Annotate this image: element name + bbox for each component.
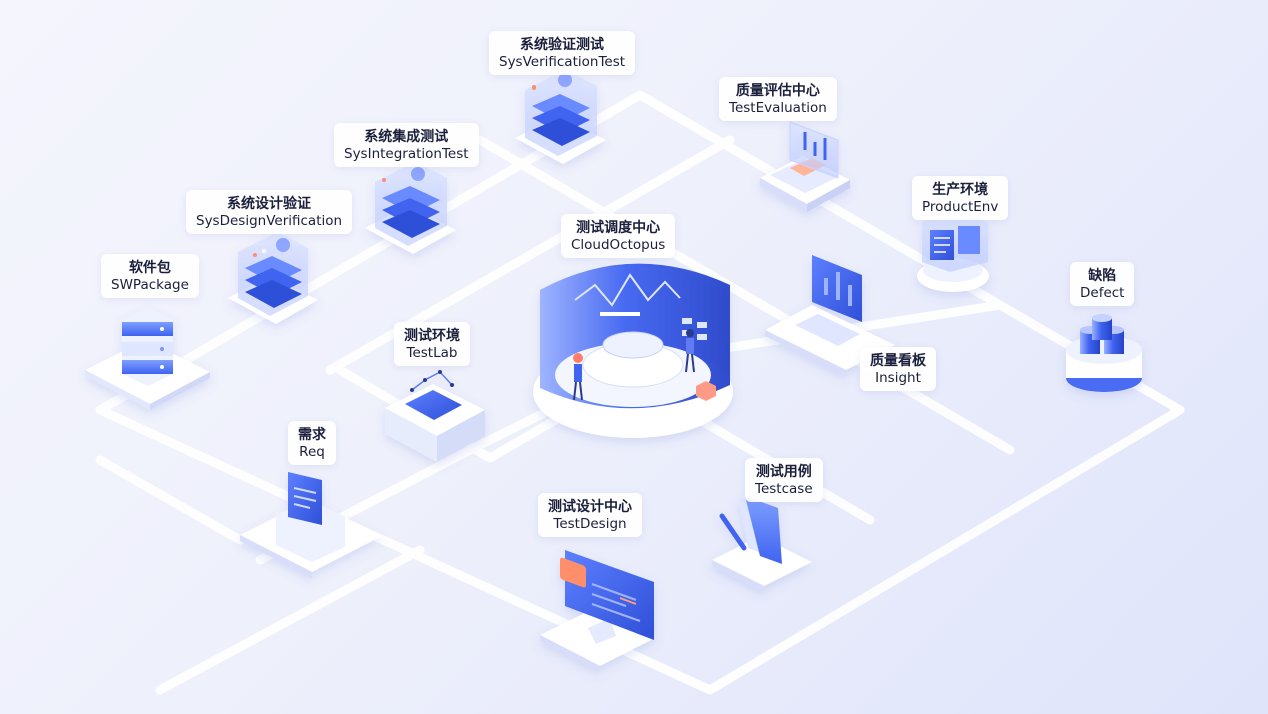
testevaluation-laptop-icon bbox=[760, 121, 850, 212]
label-zh: 质量评估中心 bbox=[735, 83, 820, 99]
testcase-book-icon bbox=[712, 496, 812, 592]
testdesign-monitor-icon bbox=[540, 550, 655, 672]
label-insight: 质量看板 Insight bbox=[860, 347, 936, 391]
label-req: 需求 Req bbox=[288, 421, 336, 465]
label-zh: 缺陷 bbox=[1088, 268, 1117, 284]
label-testevaluation: 质量评估中心 TestEvaluation bbox=[719, 77, 837, 121]
label-productenv: 生产环境 ProductEnv bbox=[912, 176, 1009, 220]
req-box-icon bbox=[240, 472, 382, 578]
testlab-box-icon bbox=[385, 370, 485, 462]
label-en: Insight bbox=[875, 370, 921, 386]
label-en: SWPackage bbox=[111, 277, 189, 293]
label-sysintegrationtest: 系统集成测试 SysIntegrationTest bbox=[334, 123, 479, 167]
label-en: Testcase bbox=[755, 481, 813, 497]
label-en: Req bbox=[299, 444, 325, 460]
label-zh: 系统设计验证 bbox=[227, 196, 312, 212]
label-zh: 质量看板 bbox=[870, 353, 926, 369]
label-zh: 系统集成测试 bbox=[364, 129, 449, 145]
sysintegration-stack-icon bbox=[365, 162, 456, 254]
cloudoctopus-hub-icon bbox=[533, 263, 733, 438]
label-zh: 生产环境 bbox=[932, 182, 989, 198]
sysdesign-stack-icon bbox=[228, 232, 318, 324]
label-en: TestDesign bbox=[553, 516, 627, 532]
label-testlab: 测试环境 TestLab bbox=[394, 322, 470, 366]
productenv-server-icon bbox=[917, 212, 989, 292]
label-swpackage: 软件包 SWPackage bbox=[101, 254, 199, 298]
label-en: Defect bbox=[1080, 285, 1125, 301]
label-en: TestEvaluation bbox=[729, 100, 827, 116]
label-zh: 需求 bbox=[298, 427, 326, 443]
label-zh: 测试调度中心 bbox=[576, 220, 661, 236]
label-en: CloudOctopus bbox=[571, 237, 666, 253]
defect-db-icon bbox=[1066, 314, 1142, 392]
label-zh: 测试环境 bbox=[404, 328, 460, 344]
label-zh: 软件包 bbox=[128, 260, 171, 276]
label-en: SysDesignVerification bbox=[196, 213, 343, 229]
swpackage-server-icon bbox=[85, 308, 210, 410]
label-zh: 系统验证测试 bbox=[520, 37, 605, 53]
label-zh: 测试设计中心 bbox=[548, 499, 632, 515]
label-sysdesignverification: 系统设计验证 SysDesignVerification bbox=[186, 190, 353, 234]
label-zh: 测试用例 bbox=[755, 464, 812, 480]
label-testdesign: 测试设计中心 TestDesign bbox=[538, 493, 642, 537]
label-cloudoctopus: 测试调度中心 CloudOctopus bbox=[561, 214, 676, 258]
accent-dot bbox=[532, 85, 536, 89]
label-en: TestLab bbox=[406, 345, 458, 361]
label-defect: 缺陷 Defect bbox=[1070, 262, 1135, 306]
label-sysverificationtest: 系统验证测试 SysVerificationTest bbox=[489, 31, 636, 75]
label-en: ProductEnv bbox=[922, 199, 999, 215]
label-en: SysVerificationTest bbox=[499, 54, 626, 70]
label-testcase: 测试用例 Testcase bbox=[745, 458, 823, 502]
label-en: SysIntegrationTest bbox=[344, 146, 469, 162]
sysverification-stack-icon bbox=[515, 70, 606, 164]
